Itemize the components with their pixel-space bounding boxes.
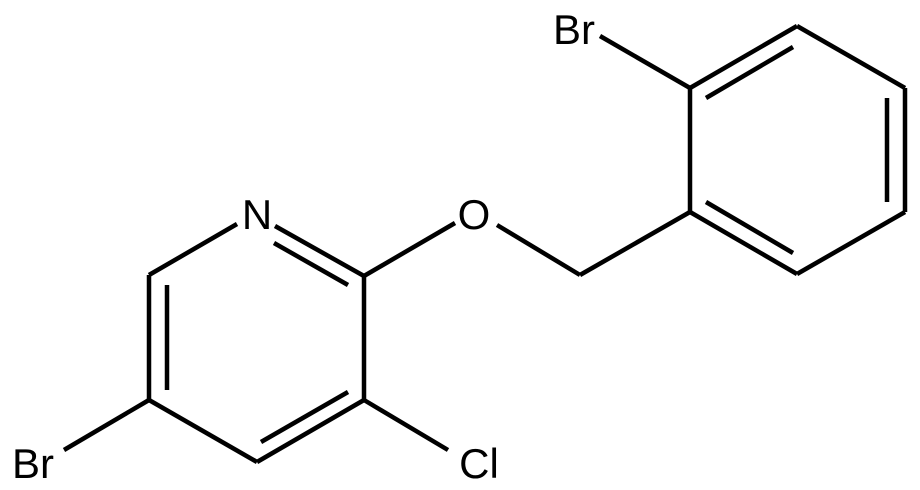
bond-c6prime-c1prime-single: [688, 210, 799, 276]
bromine-aryl-atom-label: Br: [553, 6, 595, 53]
bond-ch2-c1prime: [578, 210, 692, 277]
atom-labels: N O Br Br Cl: [12, 6, 595, 487]
chlorine-atom-label: Cl: [459, 440, 499, 487]
nitrogen-atom-label: N: [242, 191, 272, 238]
bromine-pyridine-atom-label: Br: [12, 440, 54, 487]
bond-n-c2-double: [272, 241, 350, 287]
bond-n-c2-single: [273, 224, 366, 278]
bond-c2-o: [362, 221, 457, 278]
bond-c2prime-br: [598, 34, 692, 90]
bond-c3-c4-double: [259, 390, 350, 444]
oxygen-atom-label: O: [458, 191, 491, 238]
bond-c3-c4-single: [255, 398, 366, 464]
substituent-bonds: [62, 34, 692, 452]
bond-c3-cl: [362, 398, 450, 452]
bond-c4-c5: [147, 398, 259, 464]
bond-c6-n: [147, 222, 239, 277]
bond-c2prime-c3prime-single: [688, 24, 799, 90]
bond-c6prime-c1prime-double: [704, 200, 795, 255]
bond-c5-br: [62, 398, 151, 452]
bond-c5prime-c6prime: [795, 210, 907, 276]
benzene-ring: [687, 24, 908, 276]
bond-c2prime-c3prime-double: [704, 45, 795, 100]
bond-o-ch2: [495, 223, 582, 277]
pyridine-ring: [146, 222, 367, 464]
bond-c3prime-c4prime: [795, 24, 907, 90]
